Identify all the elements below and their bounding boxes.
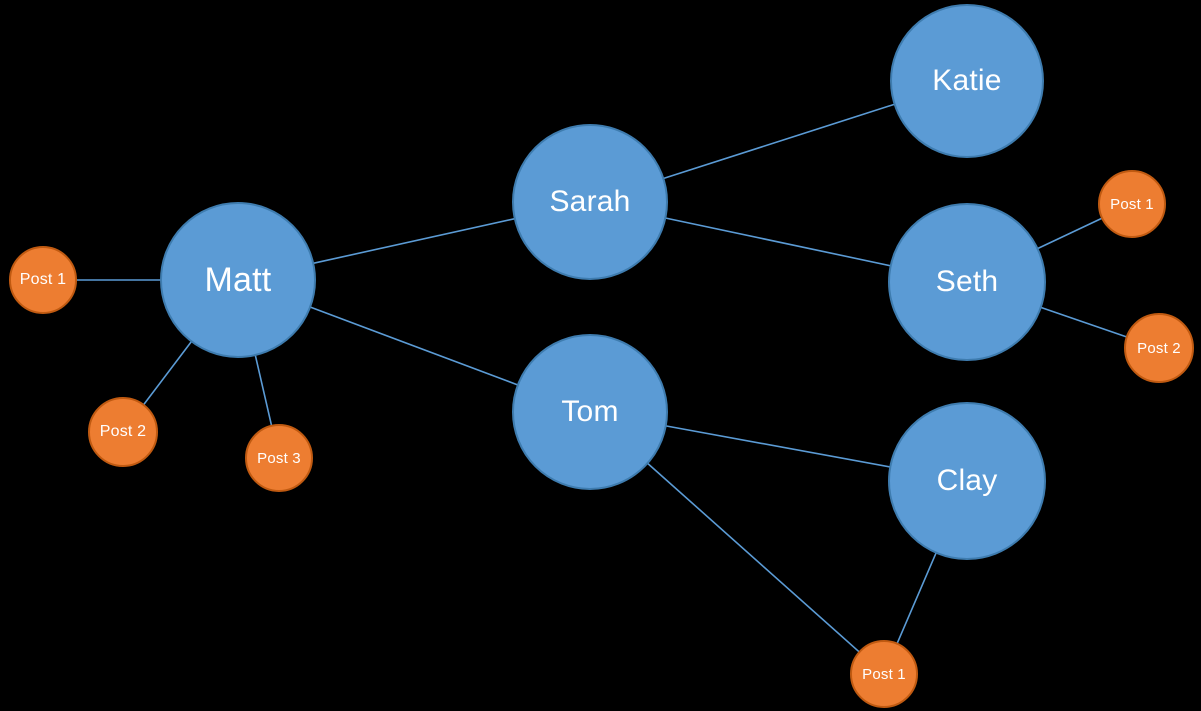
node-label-seth_p2: Post 2 [1137,339,1181,357]
node-matt[interactable]: Matt [160,202,316,358]
node-matt_p2[interactable]: Post 2 [88,397,158,467]
node-clay[interactable]: Clay [888,402,1046,560]
node-seth[interactable]: Seth [888,203,1046,361]
node-label-shared_p1: Post 1 [862,665,906,683]
edge-sarah-to-seth [664,217,892,267]
edge-matt-to-sarah [312,217,516,265]
node-label-clay: Clay [936,464,998,497]
node-label-matt: Matt [204,261,272,299]
node-label-katie: Katie [932,64,1002,97]
edge-clay-to-shared_p1 [896,551,937,645]
node-seth_p1[interactable]: Post 1 [1098,170,1166,238]
node-matt_p3[interactable]: Post 3 [245,424,313,492]
node-tom[interactable]: Tom [512,334,668,490]
node-seth_p2[interactable]: Post 2 [1124,313,1194,383]
node-katie[interactable]: Katie [890,4,1044,158]
node-label-tom: Tom [561,395,619,428]
node-label-seth_p1: Post 1 [1110,195,1154,213]
edge-tom-to-clay [664,425,892,468]
node-label-matt_p2: Post 2 [99,423,147,440]
node-label-seth: Seth [935,265,999,298]
edge-matt-to-tom [309,306,519,386]
node-shared_p1[interactable]: Post 1 [850,640,918,708]
edge-sarah-to-katie [662,103,896,180]
node-sarah[interactable]: Sarah [512,124,668,280]
node-label-sarah: Sarah [549,185,631,218]
edge-seth-to-seth_p2 [1039,306,1128,338]
node-label-matt_p1: Post 1 [19,271,67,288]
edge-tom-to-shared_p1 [646,462,861,653]
edge-matt-to-matt_p2 [142,340,193,406]
node-matt_p1[interactable]: Post 1 [9,246,77,314]
edge-matt-to-matt_p3 [254,354,273,427]
node-label-matt_p3: Post 3 [257,449,301,467]
edge-seth-to-seth_p1 [1036,217,1103,250]
